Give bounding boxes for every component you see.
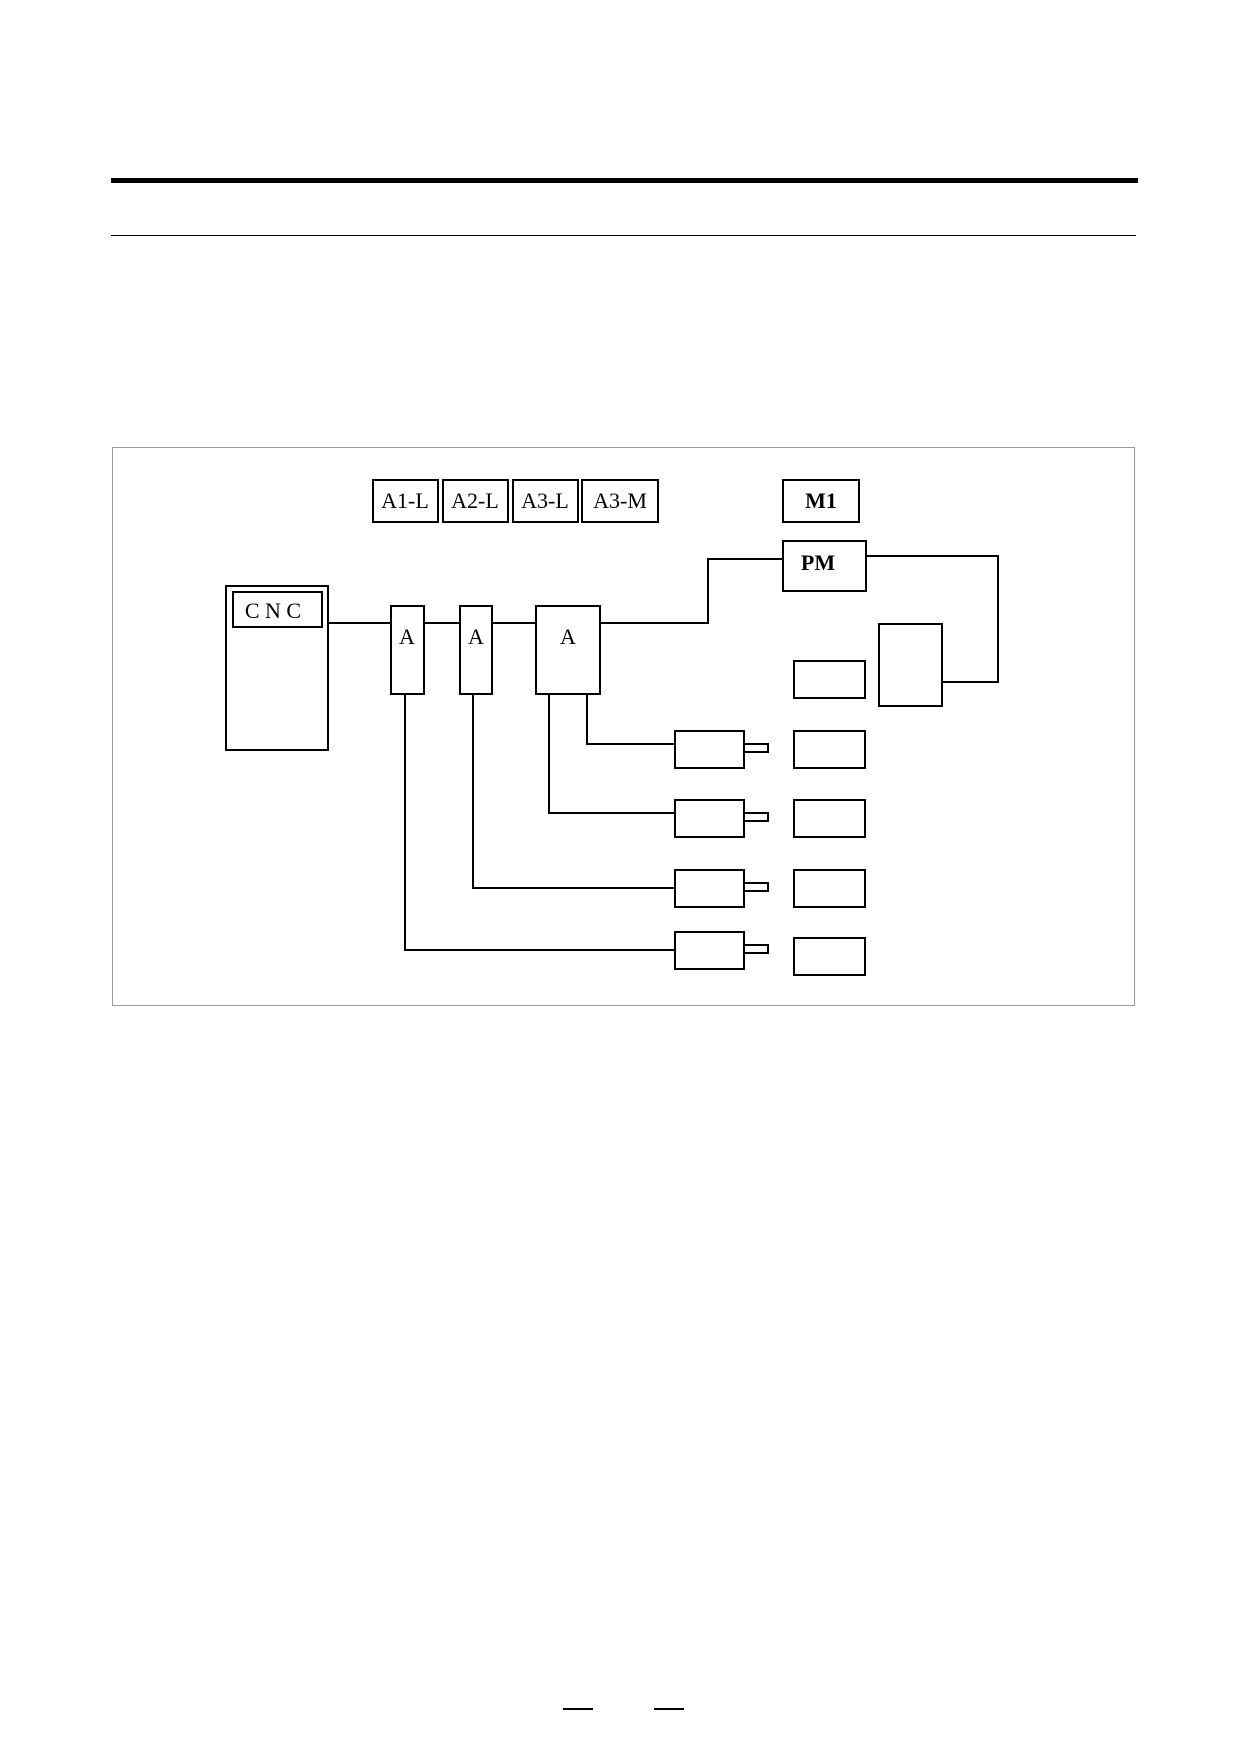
column-box-2 [793, 730, 866, 769]
label-pm: PM [801, 550, 835, 575]
column-box-3 [793, 799, 866, 838]
amplifier-3 [535, 605, 601, 695]
motor-1-shaft [743, 743, 769, 753]
right-unit-box [878, 623, 943, 707]
motor-3-shaft [743, 882, 769, 892]
footer-dash-right [654, 1708, 684, 1710]
link-amp3-motor1 [586, 694, 675, 745]
link-pm-right-unit [866, 555, 999, 683]
label-box-a2-l [442, 479, 509, 523]
label-box-a3-l [512, 479, 579, 523]
label-amp-3: A [560, 624, 576, 649]
link-amp2-motor3 [472, 694, 675, 889]
label-a3-m: A3-M [593, 488, 647, 513]
motor-2 [674, 799, 745, 838]
column-box-4 [793, 869, 866, 908]
system-configuration-figure: A1-L A2-L A3-L A3-M M1 PM C N C A A A [112, 447, 1135, 1006]
amplifier-2 [459, 605, 493, 695]
label-a2-l: A2-L [451, 488, 499, 513]
label-a3-l: A3-L [521, 488, 569, 513]
header-rule-thick [111, 178, 1138, 183]
motor-4 [674, 931, 745, 970]
power-module [782, 540, 867, 592]
footer-dash-left [563, 1708, 593, 1710]
amplifier-1 [390, 605, 425, 695]
column-box-5 [793, 937, 866, 976]
label-box-m1 [782, 479, 860, 523]
motor-1 [674, 730, 745, 769]
label-amp-2: A [468, 624, 484, 649]
motor-4-shaft [743, 944, 769, 954]
label-box-a3-m [581, 479, 659, 523]
link-amp1-motor4 [404, 694, 675, 951]
system-diagram: A1-L A2-L A3-L A3-M M1 PM C N C A A A [225, 479, 999, 976]
link-amp3-pm [600, 558, 783, 624]
cnc-label-box [232, 591, 323, 628]
label-cnc: C N C [245, 598, 301, 623]
motor-2-shaft [743, 812, 769, 822]
motor-3 [674, 869, 745, 908]
cnc-unit [225, 585, 329, 751]
label-a1-l: A1-L [381, 488, 429, 513]
label-m1: M1 [805, 488, 837, 513]
column-box-1 [793, 660, 866, 699]
header-rule-thin [111, 235, 1136, 236]
label-box-a1-l [372, 479, 439, 523]
link-amp3-motor2 [548, 694, 675, 814]
label-amp-1: A [399, 624, 415, 649]
